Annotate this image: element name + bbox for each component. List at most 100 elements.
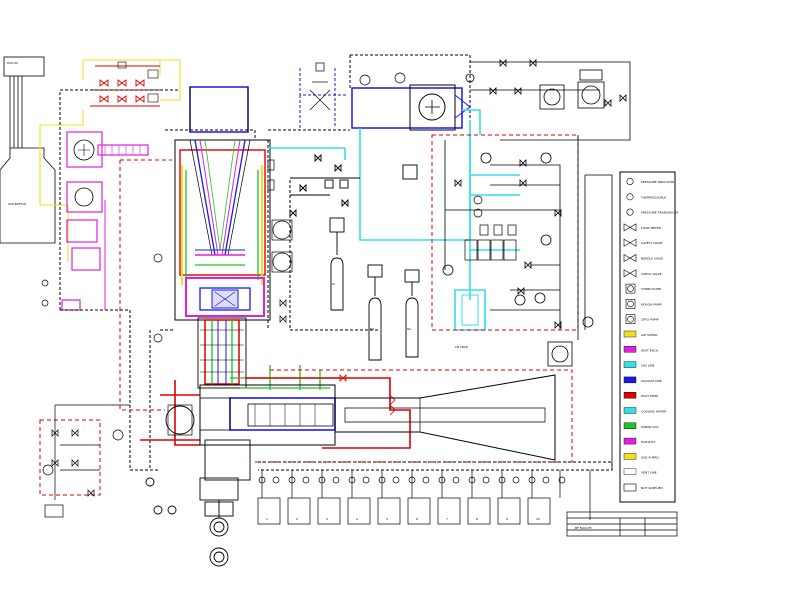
air-supply-lines — [39, 59, 181, 262]
controller-box — [66, 219, 98, 243]
pump-housing-upper — [66, 131, 103, 168]
legend-label: EXHAUST — [641, 440, 655, 444]
water-inlet-box — [3, 56, 45, 77]
legend-label: VACUUM LINE — [641, 379, 662, 383]
vacuum-frame-top — [189, 86, 249, 133]
blue-inner-tube — [229, 397, 336, 431]
storage-flask-label: 200 BOTTLE — [8, 202, 26, 206]
box-icon — [623, 483, 637, 492]
pump-housing-lower — [66, 181, 103, 213]
gas-cylinders — [289, 153, 420, 361]
valve-icon — [623, 269, 637, 278]
legend-label: SAFETY VALVE — [641, 241, 663, 245]
gauge-icon — [626, 193, 634, 201]
gas-control-panel — [431, 134, 579, 331]
gauge-icon — [626, 208, 634, 216]
top-vacuum-housing — [351, 72, 481, 241]
legend-swatch — [623, 392, 637, 399]
legend-item: NOT SUPPLIED — [623, 483, 664, 492]
gas-label-2: N2 — [370, 327, 374, 331]
legend-item: PRESSURE TRANSDUCER — [626, 208, 678, 216]
valve-icon — [623, 253, 637, 263]
left-red-boundary — [39, 159, 172, 496]
legend-swatch — [623, 407, 637, 414]
legend-label: TURBO PUMP — [640, 287, 661, 291]
legend-label: HIGH TEMP. — [641, 394, 658, 398]
legend-label: AIR SUPPLY — [641, 333, 658, 337]
title-block — [566, 511, 678, 537]
legend-item: EXHAUST — [623, 437, 655, 445]
legend-item: VENT LINE — [623, 468, 657, 475]
legend-item: LN2 LINE — [623, 361, 655, 368]
storage-flask — [0, 147, 56, 244]
chamber-red-boundary — [255, 369, 573, 463]
component-box-number: 5 — [386, 517, 388, 521]
pump-icon — [625, 314, 636, 325]
legend-item: THERMOCOUPLE — [626, 193, 666, 201]
component-box-number: 3 — [326, 517, 328, 521]
horizontal-chamber — [165, 374, 556, 481]
legend-label: PRESSURE TRANSDUCER — [641, 211, 678, 215]
gauge-icon — [626, 178, 634, 186]
heater-lines — [140, 377, 411, 449]
legend-panel: PRESSURE INDICATOR THERMOCOUPLE PRESSURE T… — [619, 171, 678, 503]
ln2-manifold — [464, 195, 517, 261]
legend-label: THERMOCOUPLE — [640, 195, 666, 199]
legend-label: VENT LINE — [641, 471, 657, 475]
central-chamber — [174, 86, 271, 389]
legend-swatch — [623, 468, 637, 475]
top-right-exhaust — [465, 59, 631, 141]
legend-item: CRYO PUMP — [625, 314, 659, 325]
legend-label: GN2 SUPPLY — [641, 455, 659, 459]
left-dashed-boundary — [59, 89, 180, 471]
water-inlet-group: H2O IN 200 BOTTLE — [0, 56, 56, 244]
rough-pump-icon — [74, 187, 94, 207]
legend-label: NEEDLE VALVE — [641, 257, 663, 261]
ln-trap-label: LN TRAP — [455, 345, 468, 349]
water-inlet-label: H2O IN — [7, 61, 18, 65]
valve-icon — [623, 238, 637, 247]
legend-swatch — [623, 330, 637, 338]
legend-label: PURGE GAS — [641, 425, 659, 429]
legend-swatch — [623, 453, 637, 460]
pump-icon — [625, 283, 636, 294]
gas-label-3: He — [407, 327, 411, 331]
heat-exchanger-tube — [97, 144, 149, 156]
legend-item: FLOW METER — [623, 223, 661, 232]
legend-label: CHECK VALVE — [641, 272, 662, 276]
legend-item: HIGH TEMP. — [623, 392, 658, 399]
bottom-downpipe — [145, 477, 239, 567]
legend-swatch — [623, 422, 637, 429]
heat-exchanger-box — [185, 277, 265, 317]
title-block-text: BF FACILITY — [575, 526, 593, 530]
component-box-number: 6 — [416, 517, 418, 521]
turbo-pump-icon — [73, 139, 95, 161]
legend-item: CHECK VALVE — [623, 269, 662, 278]
control-dashed-lines — [160, 54, 471, 331]
legend-item: ROUGH PUMP — [625, 299, 662, 309]
component-box-number: 1 — [266, 517, 268, 521]
legend-item: TURBO PUMP — [625, 283, 661, 294]
legend-label: CRYO PUMP — [641, 318, 659, 322]
legend-item: PRESSURE INDICATOR — [626, 178, 674, 186]
component-box-number: 10 — [536, 517, 540, 521]
cryo-pump-housing — [409, 84, 456, 131]
air-supply-valves — [90, 65, 160, 107]
legend-swatch — [623, 376, 637, 384]
legend-item: SAFETY VALVE — [623, 238, 663, 247]
legend-item: AIR SUPPLY — [623, 330, 658, 338]
component-box-number: 8 — [476, 517, 478, 521]
legend-label: LN2 LINE — [641, 364, 655, 368]
legend-item: GN2 SUPPLY — [623, 453, 659, 460]
legend-swatch — [623, 437, 637, 445]
legend-label: ROUGH PUMP — [641, 302, 662, 306]
legend-label: FLOW METER — [641, 226, 661, 230]
legend-item: PURGE GAS — [623, 422, 659, 429]
legend-swatch — [623, 346, 637, 353]
legend-item: VACUUM LINE — [623, 376, 662, 384]
legend-item: NEEDLE VALVE — [623, 253, 663, 263]
legend-label: PRESSURE INDICATOR — [641, 180, 674, 184]
component-box-number: 4 — [356, 517, 358, 521]
